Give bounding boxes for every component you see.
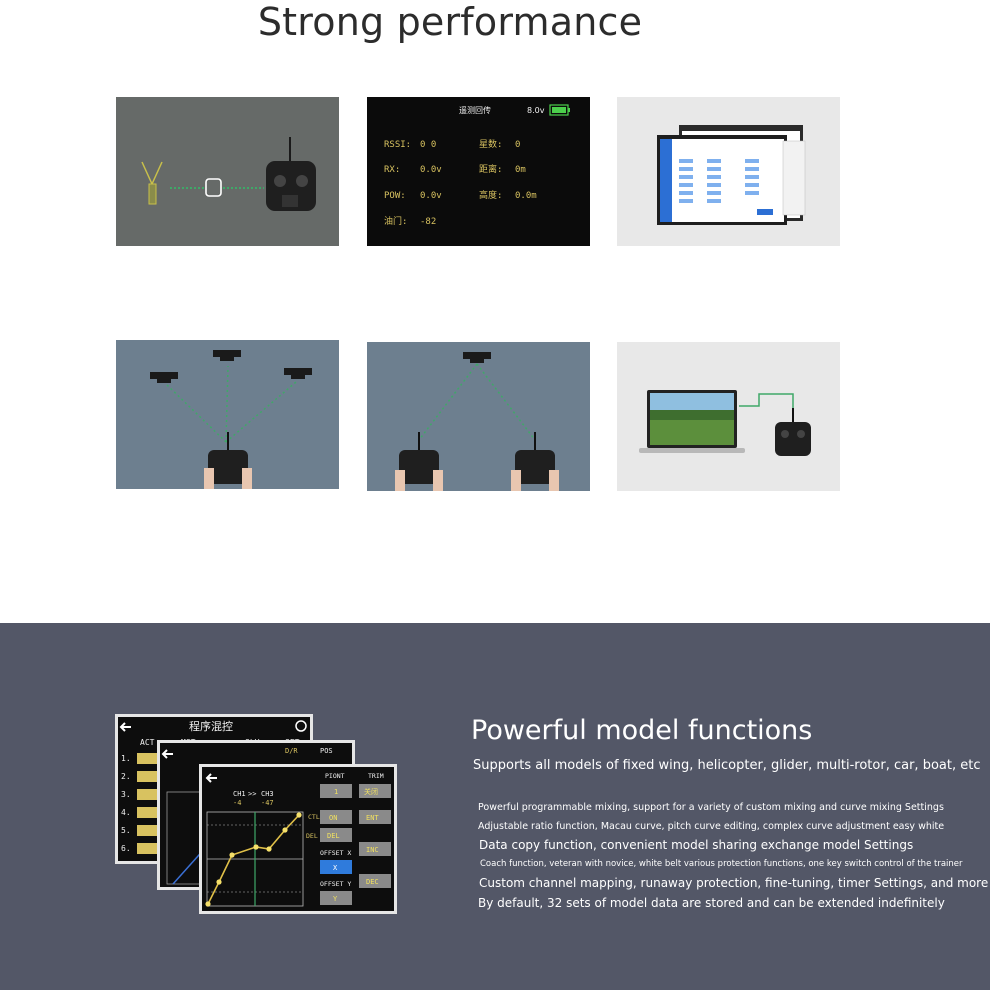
telemetry-altitude-label: 高度: [479,189,502,201]
mixer-row-number: 6. [121,844,131,853]
telemetry-throttle-value: -82 [420,217,436,227]
dec-button-label: DEC [366,878,379,886]
feature-item: Custom channel mapping, runaway protecti… [479,876,989,890]
receiver-icon [141,161,163,205]
mixer-row-number: 3. [121,790,131,799]
binding-image [116,97,339,246]
battery-icon [549,104,570,116]
mixer-back-title: 程序混控 [189,719,233,733]
simulator-image [617,342,840,491]
trainer-mode-image [367,342,590,491]
mixer-dr-label: D/R [285,747,298,755]
telemetry-pow-value: 0.0v [420,191,442,201]
transmitter-icon [266,137,316,211]
telemetry-rssi-label: RSSI: [384,140,411,150]
page-title: Strong performance [257,0,643,44]
back-arrow-icon [205,773,217,783]
feature-item: Powerful programmable mixing, support fo… [478,802,944,813]
x-button-label: X [333,864,338,872]
features-title: Powerful model functions [471,715,813,746]
ctl-label: CTL [308,813,320,821]
mixer-row-number: 2. [121,772,131,781]
y-button-label: Y [333,895,338,903]
on-button-label: ON [329,814,337,822]
telemetry-rx-value: 0.0v [420,165,442,175]
curve-ch1-label: CH1 [233,790,246,798]
ent-button [359,810,391,824]
telemetry-sats-value: 0 [515,140,520,150]
telemetry-sats-label: 星数: [479,138,502,150]
feature-item: Adjustable ratio function, Macau curve, … [478,821,945,832]
offset-y-label: OFFSET Y [320,880,351,888]
mixer-col-act: ACT [140,738,155,747]
drone-icon [463,352,491,363]
features-lead: Supports all models of fixed wing, helic… [473,758,981,773]
curve-value-2: -47 [261,799,274,807]
col-trim-label: TRIM [368,772,384,780]
feature-item: Data copy function, convenient model sha… [479,838,914,852]
inc-button [359,842,391,856]
back-arrow-icon [161,749,173,759]
del-label: DEL [306,832,318,840]
multi-drone-control-image [116,340,339,489]
feature-item: Coach function, veteran with novice, whi… [480,859,963,869]
curve-arrow-label: >> [248,790,256,798]
curve-plot [205,811,304,907]
dec-button [359,874,391,888]
on-button [320,810,352,824]
del-button-label: DEL [327,832,340,840]
trim-off-label: 关闭 [364,787,378,796]
laptop-icon [639,390,745,453]
telemetry-altitude-value: 0.0m [515,191,537,201]
transmitter-icon [395,432,559,491]
refresh-icon [295,720,307,732]
trim-off-button [359,784,391,798]
software-window-front [657,135,787,225]
mixer-row-number: 5. [121,826,131,835]
y-button [320,891,352,905]
telemetry-rssi-value: 0 0 [420,140,436,150]
software-side-panel [782,140,806,216]
telemetry-distance-value: 0m [515,165,526,175]
transmitter-icon [204,432,252,489]
col-point-label: PIONT [325,772,345,780]
pc-software-image [617,97,840,246]
inc-button-label: INC [366,846,379,854]
transmitter-icon [775,408,811,456]
offset-x-label: OFFSET X [320,849,351,857]
del-button [320,828,352,842]
telemetry-title: 遥测回传 [459,105,491,115]
mixer-pos-label: POS [320,747,333,755]
drone-icon [150,350,312,383]
link-icon [205,178,222,197]
telemetry-distance-label: 距离: [479,163,502,175]
point-button [320,784,352,798]
curve-ch3-label: CH3 [261,790,274,798]
telemetry-rx-label: RX: [384,165,400,175]
mixer-screen-front: CH1 >> CH3 -4 -47 PIONT TRIM [199,764,397,914]
back-arrow-icon [119,722,131,732]
ent-button-label: ENT [366,814,379,822]
feature-item: By default, 32 sets of model data are st… [478,896,945,910]
x-button [320,860,352,874]
mixer-screens-image: 程序混控 ACT MST SLV SET 1. 2. 3. 4. 5. 6. [115,714,400,914]
telemetry-battery-voltage: 8.0v [527,106,545,115]
point-button-label: 1 [334,788,338,796]
telemetry-throttle-label: 油门: [384,215,407,227]
curve-value-1: -4 [233,799,241,807]
telemetry-image: 遥测回传 8.0v RSSI: 0 0 星数: 0 RX: 0.0v 距离: 0… [367,97,590,246]
telemetry-pow-label: POW: [384,191,406,201]
mixer-row-number: 4. [121,808,131,817]
mixer-row-number: 1. [121,754,131,763]
